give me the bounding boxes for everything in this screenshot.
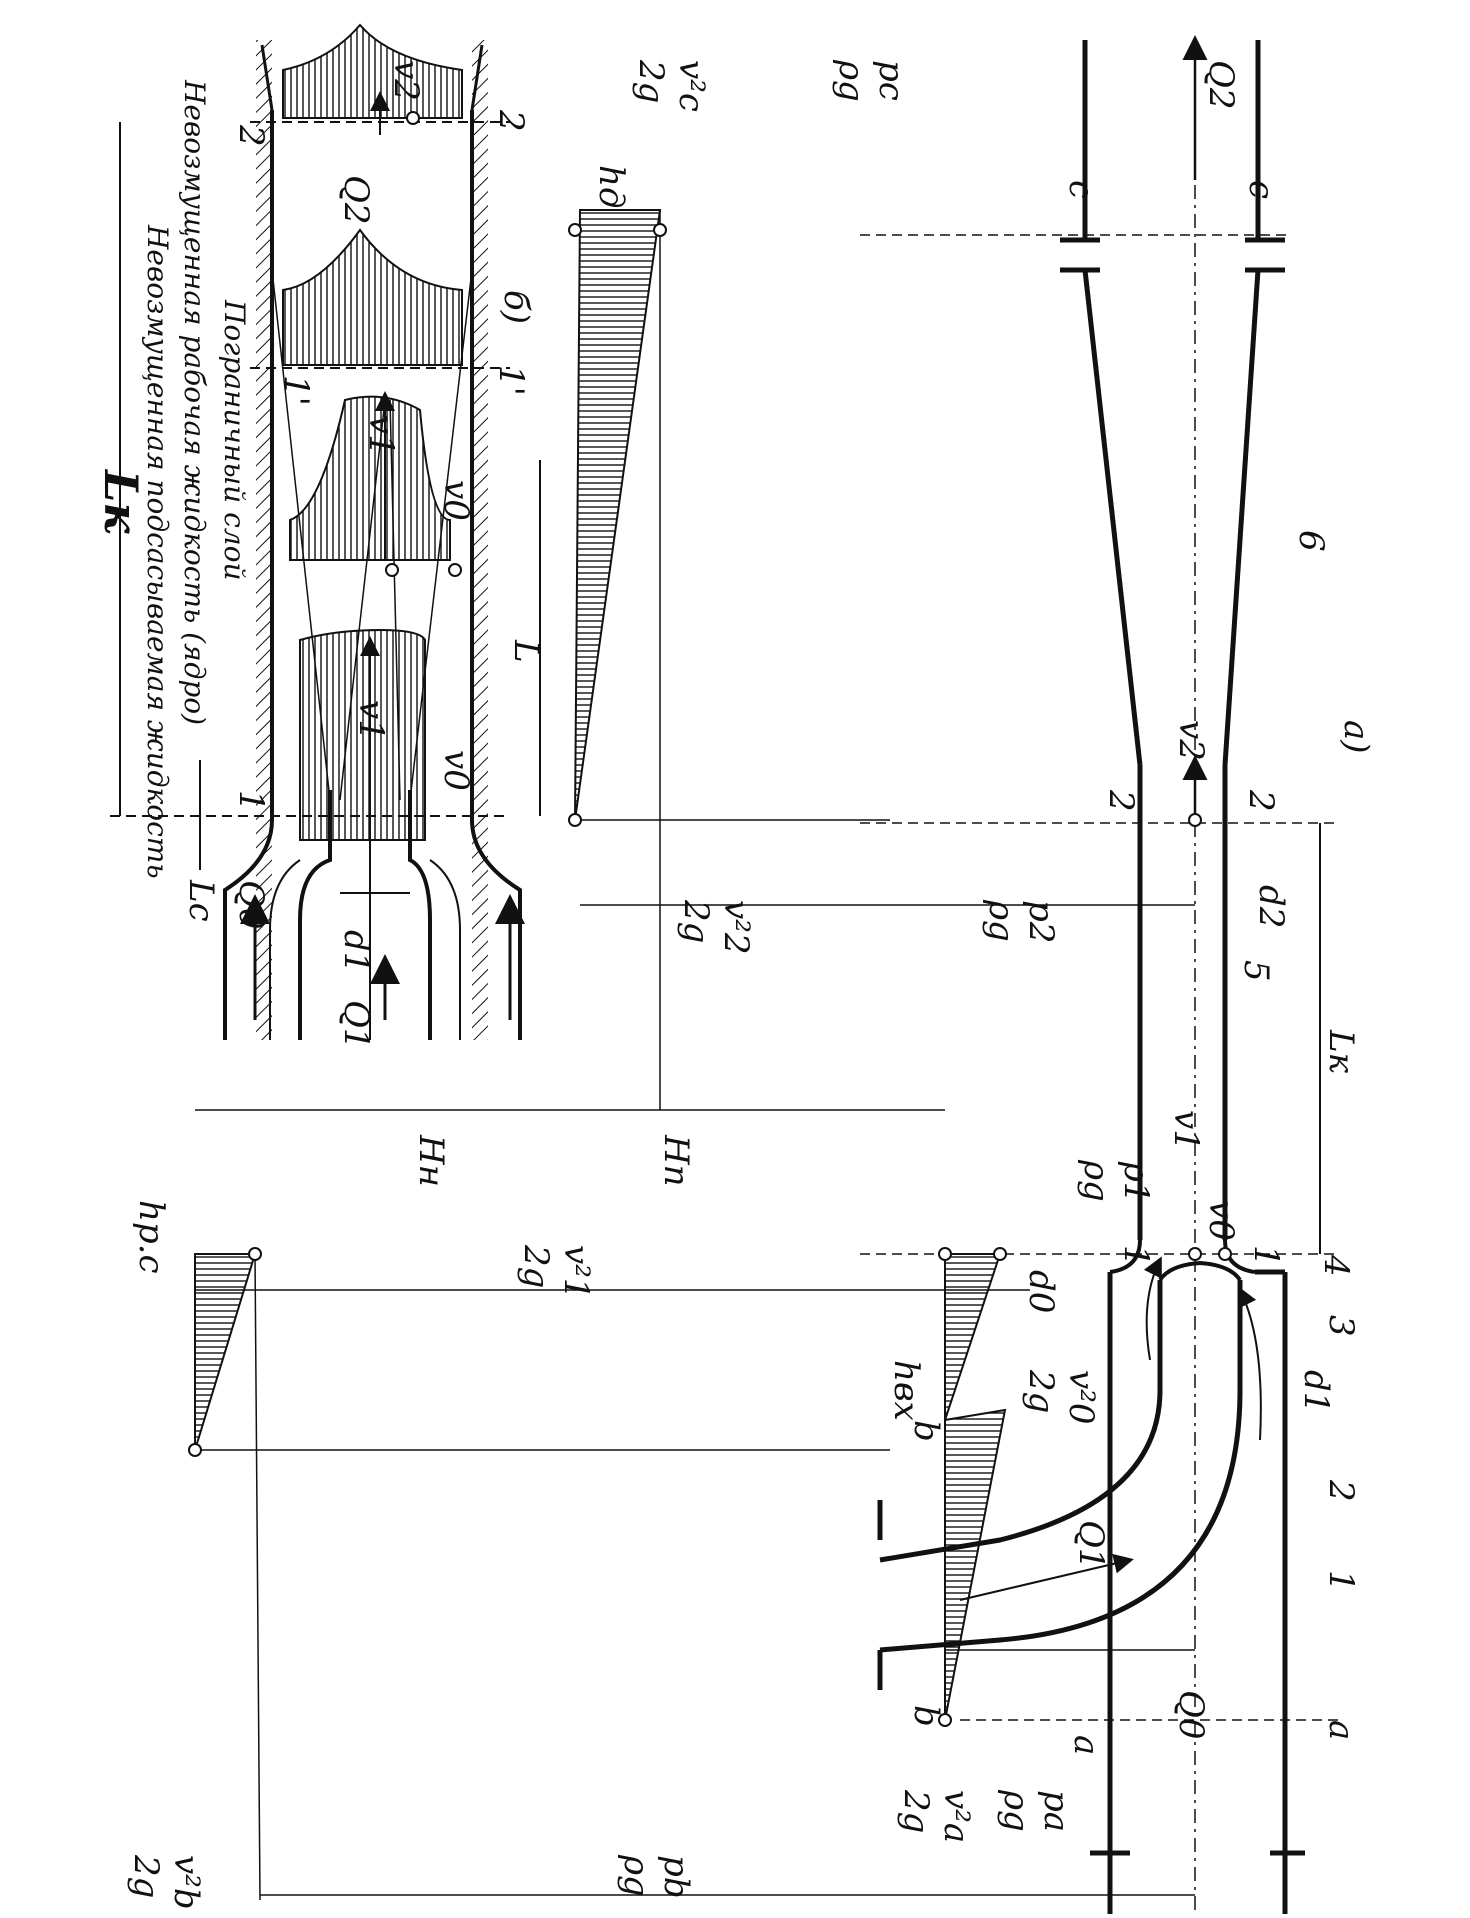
v02-den: 2g	[1021, 1369, 1061, 1413]
lk-right-label: Lк	[1321, 1029, 1361, 1074]
section-4-label: 4	[1316, 1254, 1356, 1277]
hn-label: Hп	[656, 1134, 696, 1187]
left-view	[110, 23, 541, 1040]
pc-num: pc	[871, 60, 911, 101]
v02-num: v²0	[1061, 1370, 1101, 1424]
right-view	[188, 35, 1340, 1914]
section-1-b: 1	[1246, 1245, 1286, 1267]
q1-label: Q1	[336, 1000, 376, 1050]
a-left-label: a	[1066, 1735, 1106, 1755]
caption-boundary-layer: Пограничный слой	[218, 299, 251, 581]
pa-num: pa	[1036, 1790, 1076, 1832]
part-3-label: 3	[1321, 1315, 1361, 1337]
q0-label: Q0	[231, 880, 271, 930]
vb2-num: v²b	[166, 1855, 206, 1910]
v0-lower-label: v0	[436, 750, 476, 791]
q1-right-label: Q1	[1071, 1520, 1111, 1570]
section-1p-left: 1'	[276, 375, 316, 406]
d0-label: d0	[1021, 1270, 1061, 1313]
pb-den: ρg	[616, 1854, 656, 1897]
v0-right-label: v0	[1201, 1200, 1241, 1241]
section-1p-right: 1'	[491, 365, 531, 396]
panel-a-label: а)	[1336, 720, 1376, 754]
section-2-right: 2	[491, 109, 531, 132]
section-2-b: 2	[1241, 789, 1281, 812]
v0-upper-label: v0	[436, 480, 476, 521]
vb2-den: 2g	[126, 1854, 166, 1898]
q2-right-label: Q2	[1201, 60, 1241, 110]
part-2-label: 2	[1321, 1479, 1361, 1502]
hd-label: hд	[591, 165, 631, 208]
d1-right-label: d1	[1296, 1370, 1336, 1413]
c-right-label: c	[1241, 180, 1281, 199]
panel-b-label: б)	[496, 290, 536, 324]
pb-num: pb	[656, 1855, 696, 1899]
left-view-labels: Lк Lс L Q0 Q1 Q2 d1 v2 v1 v1 v0 v0 2 2 1…	[94, 60, 546, 1050]
va2-den: 2g	[896, 1789, 936, 1833]
section-1-left: 1	[231, 790, 271, 812]
part-5-label: 5	[1236, 960, 1276, 982]
section-2-a: 2	[1101, 789, 1141, 812]
v12-num: v²1	[556, 1245, 596, 1299]
v2-right-label: v2	[1171, 720, 1211, 761]
d1-label: d1	[336, 930, 376, 973]
v2-label: v2	[386, 60, 426, 101]
hvx-label: hвх	[886, 1360, 926, 1421]
pa-den: ρg	[996, 1789, 1036, 1832]
p2-num: p2	[1021, 900, 1061, 943]
vc2-den: 2g	[631, 59, 671, 103]
v12-den: 2g	[516, 1244, 556, 1288]
v1-lower-label: v1	[351, 700, 391, 741]
v22-den: 2g	[676, 899, 716, 943]
b-upper-label: b	[906, 1420, 946, 1442]
b-lower-label: b	[906, 1705, 946, 1727]
lk-dimension-label: Lк	[94, 468, 148, 534]
d2-label: d2	[1251, 885, 1291, 928]
l-dimension-label: L	[506, 639, 546, 663]
caption-unperturbed-core: Невозмущенная рабочая жидкость (ядро)	[178, 79, 211, 725]
part-6-label: 6	[1291, 530, 1331, 552]
q0-right-label: Q0	[1171, 1690, 1211, 1740]
section-1-a: 1	[1116, 1245, 1156, 1267]
v1-right-label: v1	[1166, 1110, 1206, 1151]
p1-num: p1	[1116, 1160, 1156, 1203]
hh-label: Hн	[411, 1134, 451, 1187]
pc-den: ρg	[831, 59, 871, 102]
right-view-labels: v²c 2g pc ρg Q2 hд c c 6 v2 а) 2 2 v²2 2…	[126, 59, 1376, 1910]
v1-upper-label: v1	[361, 415, 401, 456]
va2-num: v²a	[936, 1790, 976, 1843]
v22-num: v²2	[716, 900, 756, 954]
q2-label: Q2	[336, 175, 376, 225]
p1-den: ρg	[1076, 1159, 1116, 1202]
vc2-num: v²c	[671, 60, 711, 112]
lc-label: Lс	[181, 879, 221, 922]
caption-unperturbed-suction: Невозмущенная подсасываемая жидкость	[141, 224, 174, 879]
section-2-left: 2	[231, 124, 271, 147]
c-left-label: c	[1061, 180, 1101, 199]
hrc-label: hр.с	[131, 1200, 171, 1274]
part-1-label: 1	[1321, 1570, 1361, 1592]
p2-den: ρg	[981, 899, 1021, 942]
a-right-label: a	[1321, 1720, 1361, 1740]
